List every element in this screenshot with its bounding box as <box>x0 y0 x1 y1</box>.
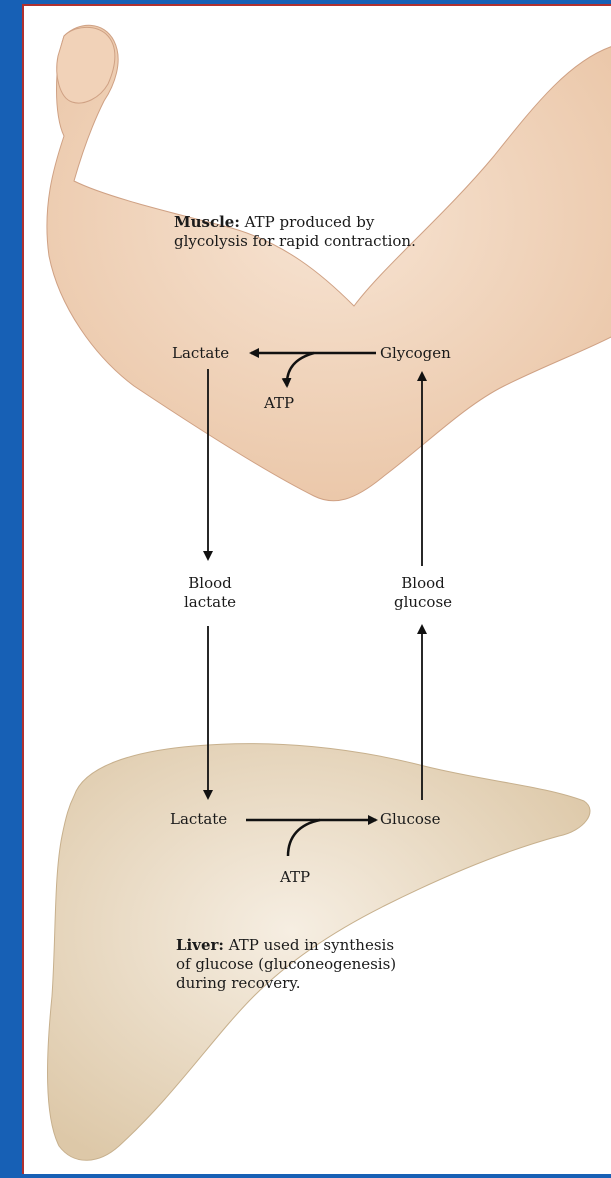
liver-caption-line3: during recovery. <box>176 974 396 993</box>
muscle-atp-label: ATP <box>264 394 294 413</box>
muscle-glycogen-label: Glycogen <box>380 344 451 363</box>
blood-lactate-label: Blood lactate <box>184 574 236 612</box>
muscle-caption-line2: glycolysis for rapid contraction. <box>174 232 416 251</box>
liver-caption-line1: ATP used in synthesis <box>224 936 394 954</box>
liver-caption: Liver: ATP used in synthesis of glucose … <box>176 936 396 993</box>
liver-lactate-label: Lactate <box>170 810 227 829</box>
diagram-artwork <box>24 6 611 1174</box>
muscle-caption-bold: Muscle: <box>174 213 240 231</box>
blood-lactate-line1: Blood <box>184 574 236 593</box>
blood-glucose-line1: Blood <box>394 574 452 593</box>
blood-lactate-line2: lactate <box>184 593 236 612</box>
muscle-lactate-label: Lactate <box>172 344 229 363</box>
cori-cycle-diagram: Muscle: ATP produced by glycolysis for r… <box>22 4 611 1174</box>
liver-glucose-label: Glucose <box>380 810 440 829</box>
liver-atp-label: ATP <box>280 868 310 887</box>
blood-glucose-label: Blood glucose <box>394 574 452 612</box>
muscle-caption: Muscle: ATP produced by glycolysis for r… <box>174 213 416 251</box>
liver-caption-bold: Liver: <box>176 936 224 954</box>
arm-illustration <box>47 25 611 501</box>
blood-glucose-line2: glucose <box>394 593 452 612</box>
liver-caption-line2: of glucose (gluconeogenesis) <box>176 955 396 974</box>
muscle-caption-line1: ATP produced by <box>240 213 374 231</box>
